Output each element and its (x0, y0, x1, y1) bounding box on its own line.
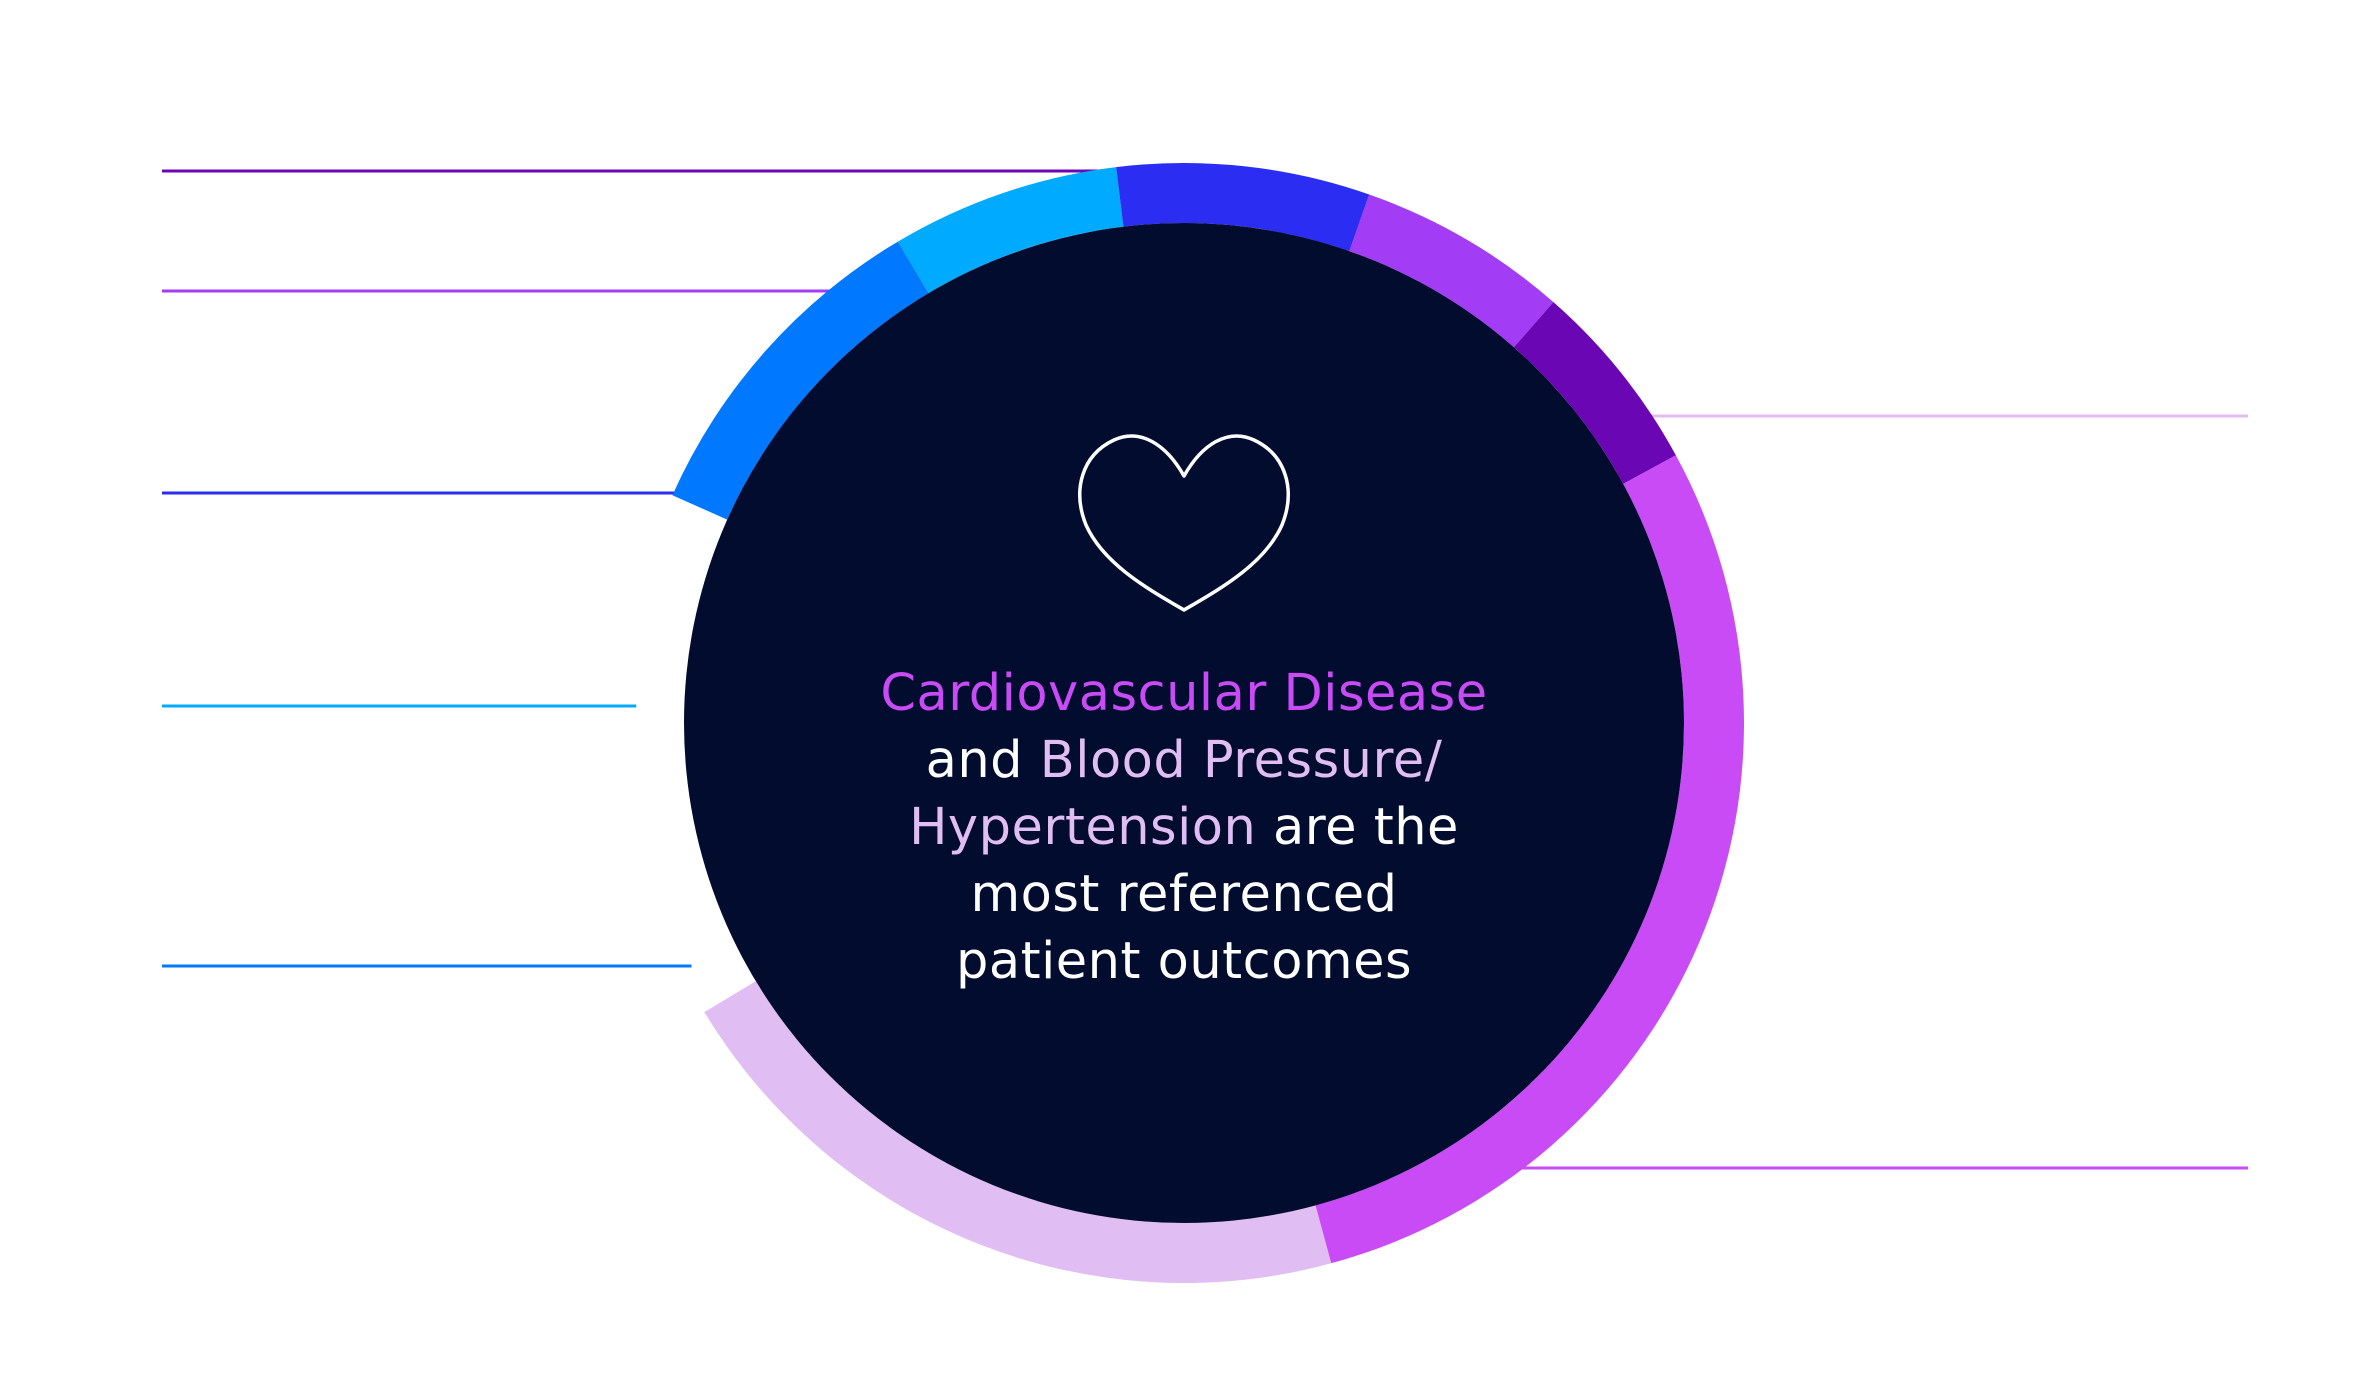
donut-segment (897, 167, 1124, 294)
donut-segment (1513, 302, 1676, 484)
caption-and: and (925, 731, 1040, 790)
donut-segment (1349, 194, 1554, 348)
caption-line-3: Hypertension are the (784, 794, 1584, 861)
caption-hypertension: Hypertension (909, 798, 1257, 857)
caption-line-4: most referenced (970, 865, 1398, 924)
caption-line-1: Cardiovascular Disease (784, 660, 1584, 727)
center-caption: Cardiovascular Disease and Blood Pressur… (784, 660, 1584, 995)
caption-line-5: patient outcomes (955, 932, 1413, 991)
donut-segment (1315, 455, 1744, 1264)
donut-segments (672, 163, 1744, 1283)
caption-blood-pressure: Blood Pressure/ (1039, 731, 1443, 790)
caption-line-2: and Blood Pressure/ (784, 727, 1584, 794)
caption-are-the: are the (1256, 798, 1459, 857)
donut-segment (1116, 163, 1370, 252)
center-disc (684, 223, 1684, 1223)
heart-outline-icon (1078, 434, 1290, 612)
leader-lines (162, 169, 2248, 1170)
caption-cardiovascular-disease: Cardiovascular Disease (880, 664, 1488, 723)
donut-segment (704, 981, 1332, 1283)
donut-segment (672, 241, 929, 520)
